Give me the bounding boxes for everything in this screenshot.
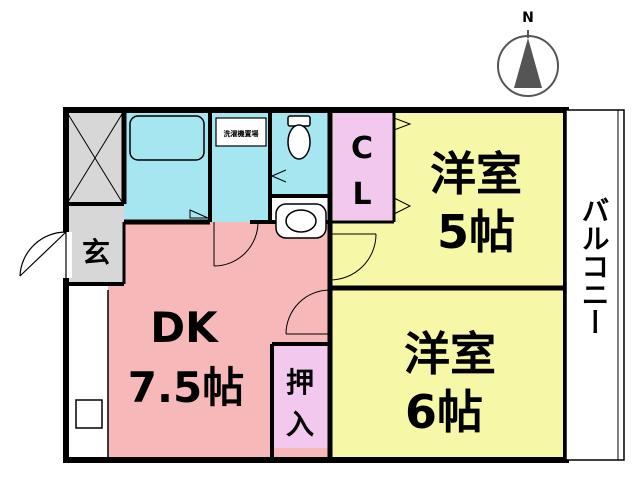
closet-fill <box>333 112 393 220</box>
interior-doors <box>189 117 412 335</box>
oshiire-label-2: 入 <box>286 408 314 441</box>
washer-box <box>215 117 267 147</box>
compass-north-label: N <box>522 10 534 26</box>
closet-label-1: C <box>351 131 373 166</box>
compass: N <box>497 10 559 97</box>
genkan-label: 玄 <box>82 236 110 269</box>
oshiire-fill <box>272 344 328 448</box>
room-western-6-label-2: 6帖 <box>405 385 483 439</box>
balcony <box>565 109 625 461</box>
balcony-label: バルコニー <box>578 196 611 336</box>
storage-box-x-icon <box>67 113 123 203</box>
kitchen-counter-fill <box>68 290 108 458</box>
room-western-6-label-1: 洋室 <box>404 327 496 381</box>
oshiire-label-1: 押 <box>286 366 314 399</box>
western5-door-swing-icon <box>329 233 377 281</box>
balcony-frame <box>565 109 625 461</box>
room-western-5-label-1: 洋室 <box>430 147 522 201</box>
closet-door-tri-2-icon <box>393 197 412 215</box>
closet-label-2: L <box>352 177 371 212</box>
bath-door-icon <box>189 209 209 219</box>
bathtub-icon <box>129 115 205 161</box>
storage-box-fill <box>68 112 124 204</box>
room-western-6-fill <box>330 286 564 458</box>
washbasin-icon <box>275 203 327 239</box>
western6-door-swing-icon <box>285 289 331 335</box>
room-dk-label-2: 7.5帖 <box>128 363 244 412</box>
toilet-icon <box>287 115 311 160</box>
sink-icon <box>75 399 103 429</box>
genkan-fill <box>68 204 124 282</box>
front-door-swing-icon <box>19 231 67 277</box>
front-door-gap <box>62 232 72 278</box>
washroom-door-swing-icon <box>213 221 259 267</box>
compass-needle-icon <box>514 38 542 88</box>
toilet-door-icon <box>271 169 287 183</box>
closet-door-tri-1-icon <box>393 117 412 131</box>
room-western-5-label-2: 5帖 <box>437 205 515 259</box>
bathroom-fill <box>124 112 210 222</box>
room-dk-label-1: DK <box>150 303 219 352</box>
washer-label: 洗濯機置場 <box>224 129 259 138</box>
